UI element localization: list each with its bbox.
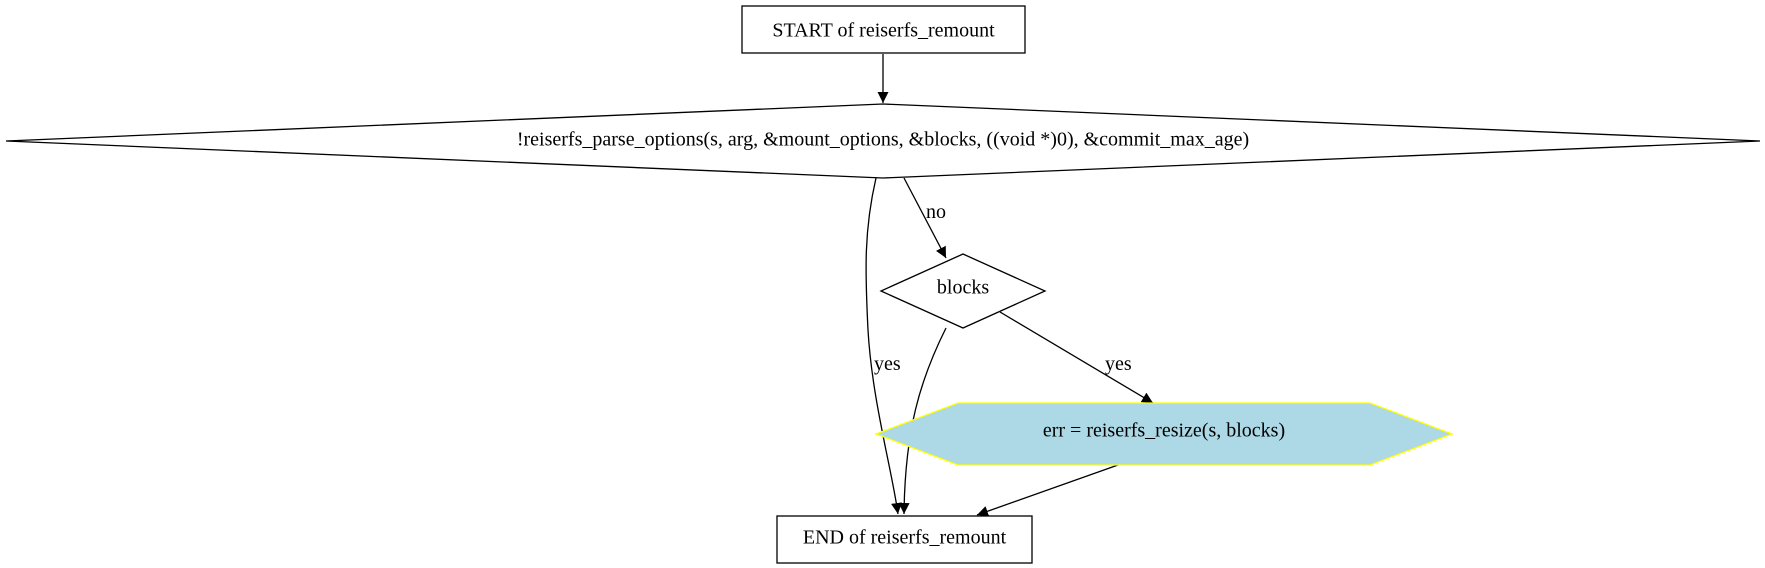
edge-parse-to-blocks: no (903, 177, 947, 259)
node-parse-options: !reiserfs_parse_options(s, arg, &mount_o… (5, 103, 1761, 179)
edge-label-yes-parse: yes (874, 353, 901, 375)
node-end: END of reiserfs_remount (776, 515, 1033, 564)
edge-parse-to-end: yes (865, 177, 902, 515)
node-blocks-label: blocks (937, 277, 989, 299)
node-blocks: blocks (879, 253, 1047, 329)
node-resize: err = reiserfs_resize(s, blocks) (874, 402, 1454, 466)
edge-blocks-to-resize: yes (999, 311, 1154, 404)
edge-label-no: no (926, 201, 946, 223)
edge-label-yes-resize: yes (1105, 353, 1132, 375)
node-end-label: END of reiserfs_remount (803, 527, 1007, 549)
edge-resize-to-end (976, 464, 1119, 517)
node-start: START of reiserfs_remount (741, 5, 1026, 54)
node-parse-options-label: !reiserfs_parse_options(s, arg, &mount_o… (517, 129, 1249, 151)
node-resize-label: err = reiserfs_resize(s, blocks) (1043, 420, 1285, 442)
node-start-label: START of reiserfs_remount (772, 20, 995, 42)
